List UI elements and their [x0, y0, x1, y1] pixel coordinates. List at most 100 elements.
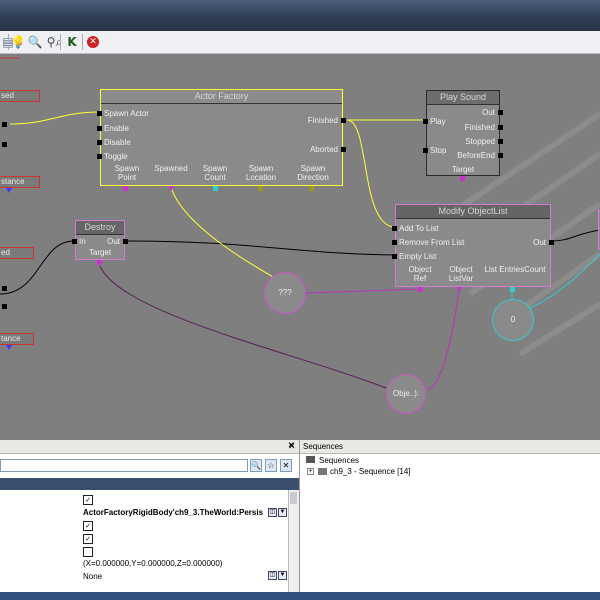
var-pin-list-entries-count[interactable]	[510, 287, 515, 292]
var-pin-spawn-direction[interactable]	[309, 186, 314, 191]
input-label: Toggle	[104, 152, 128, 161]
chevron-down-icon[interactable]: ▼	[278, 571, 287, 580]
output-pin-finished[interactable]	[498, 125, 503, 130]
input-pin-play[interactable]	[423, 119, 428, 124]
toolbar-separator	[60, 34, 61, 50]
properties-search-input[interactable]	[0, 459, 248, 472]
offscreen-node[interactable]	[598, 210, 600, 250]
input-pin-enable[interactable]	[97, 126, 102, 131]
edge-node-distance[interactable]: stance	[0, 176, 40, 188]
kismet-canvas[interactable]: sed stance ed tance Actor Factory Spawn …	[0, 54, 600, 440]
search-icon[interactable]: 🔍	[250, 459, 262, 472]
zoom-icon[interactable]: ⚲	[46, 35, 56, 49]
play-sound-node[interactable]: Play Sound Play Stop Out Finished Stoppe…	[423, 90, 503, 176]
property-value: ActorFactoryRigidBody'ch9_3.TheWorld:Per…	[83, 508, 264, 517]
var-pin-triangle[interactable]	[6, 188, 12, 193]
int-variable[interactable]: 0	[492, 299, 534, 341]
close-icon[interactable]: ✕	[287, 440, 295, 450]
input-pin-spawn-actor[interactable]	[97, 111, 102, 116]
properties-category-header[interactable]	[0, 478, 299, 490]
output-label: Finished	[464, 123, 495, 132]
scrollbar[interactable]	[288, 490, 299, 592]
magnify-icon[interactable]: ⌕	[55, 35, 63, 49]
output-pin-stopped[interactable]	[498, 139, 503, 144]
edge-node-text: tance	[1, 334, 21, 343]
checkbox[interactable]: ✓	[83, 495, 93, 505]
input-pin-in[interactable]	[72, 239, 77, 244]
var-pin-target[interactable]	[97, 260, 102, 265]
output-label: Stopped	[465, 137, 495, 146]
input-pin-empty-list[interactable]	[392, 254, 397, 259]
var-pin-triangle[interactable]	[6, 345, 12, 350]
edge-node-distance[interactable]: tance	[0, 333, 34, 345]
var-pin-spawn-location[interactable]	[258, 186, 263, 191]
toolbar-separator	[8, 34, 9, 50]
expand-icon[interactable]: +	[307, 468, 314, 475]
var-label: Object Ref	[408, 265, 432, 283]
var-pin-object-ref[interactable]	[418, 287, 423, 292]
event-pin[interactable]	[2, 304, 7, 309]
input-pin-toggle[interactable]	[97, 154, 102, 159]
clear-icon[interactable]: ✕	[280, 459, 292, 472]
stop-icon[interactable]: ✕	[87, 36, 99, 48]
input-pin-stop[interactable]	[423, 148, 428, 153]
event-pin[interactable]	[2, 122, 7, 127]
tree-child-label[interactable]: ch9_3 - Sequence [14]	[330, 467, 411, 476]
use-selected-icon[interactable]: ◫	[268, 571, 277, 580]
node-title: Destroy	[76, 221, 124, 235]
output-pin-out[interactable]	[498, 110, 503, 115]
destroy-node[interactable]: Destroy In Out Target	[72, 220, 128, 260]
edge-node-label[interactable]: sed	[0, 90, 40, 102]
var-pin-spawned[interactable]	[168, 186, 174, 191]
chevron-down-icon[interactable]: ▼	[278, 508, 287, 517]
kismet-arrow-icon[interactable]: K	[67, 35, 77, 49]
toolbar-separator	[82, 34, 83, 50]
edge-node-mid[interactable]: ed	[0, 247, 34, 259]
sequence-icon	[318, 468, 327, 475]
input-label: Remove From List	[399, 238, 465, 247]
var-pin-target[interactable]	[460, 176, 465, 181]
output-pin-finished[interactable]	[341, 118, 346, 123]
checkbox[interactable]: ✓	[83, 521, 93, 531]
tool-icon[interactable]: ▮	[17, 37, 23, 47]
var-pin-object-listvar[interactable]	[456, 287, 462, 292]
var-label: Spawned	[154, 164, 188, 173]
input-pin-disable[interactable]	[97, 140, 102, 145]
sequences-panel: Sequences ✕ Sequences + ch9_3 - Sequence…	[288, 440, 600, 592]
checkbox[interactable]: ✓	[83, 534, 93, 544]
object-variable[interactable]: ???	[264, 272, 306, 314]
input-pin-remove-from-list[interactable]	[392, 240, 397, 245]
search-icon[interactable]: 🔍	[27, 35, 43, 49]
modify-objectlist-node[interactable]: Modify ObjectList Add To List Remove Fro…	[392, 204, 554, 287]
sequences-title: Sequences	[303, 442, 344, 451]
input-label: Add To List	[399, 224, 439, 233]
wire-spawned	[169, 183, 283, 283]
node-title: Actor Factory	[101, 90, 342, 104]
checkbox[interactable]	[83, 547, 93, 557]
tree-root-label[interactable]: Sequences	[319, 456, 360, 465]
output-pin-out[interactable]	[549, 240, 554, 245]
output-pin-out[interactable]	[123, 239, 128, 244]
event-pin[interactable]	[2, 142, 7, 147]
scrollbar-thumb[interactable]	[290, 492, 297, 504]
output-label: Out	[482, 108, 495, 117]
wire-event	[346, 119, 395, 228]
var-pin-spawn-count[interactable]	[213, 186, 218, 191]
star-icon[interactable]: ☆	[265, 459, 277, 472]
wire-object	[427, 289, 460, 391]
properties-panel: ✕ 🔍 ☆ ✕ ✓ ActorFactoryRigidBody'ch9_3.Th…	[0, 440, 300, 592]
actor-factory-node[interactable]: Actor Factory Spawn Actor Enable Disable…	[97, 89, 346, 186]
output-pin-aborted[interactable]	[341, 147, 346, 152]
objectlist-variable[interactable]: Obje..):	[386, 374, 426, 414]
event-pin[interactable]	[2, 286, 7, 291]
wire-object	[99, 265, 387, 389]
output-pin-beforeend[interactable]	[498, 153, 503, 158]
edge-node-text: sed	[1, 91, 14, 100]
close-icon[interactable]: ✕	[288, 441, 296, 451]
folder-icon	[306, 456, 315, 463]
input-label: In	[79, 237, 86, 246]
use-selected-icon[interactable]: ◫	[268, 508, 277, 517]
var-pin-spawn-point[interactable]	[123, 186, 128, 191]
lightbulb-icon[interactable]: 💡	[10, 35, 26, 49]
input-pin-add-to-list[interactable]	[392, 226, 397, 231]
